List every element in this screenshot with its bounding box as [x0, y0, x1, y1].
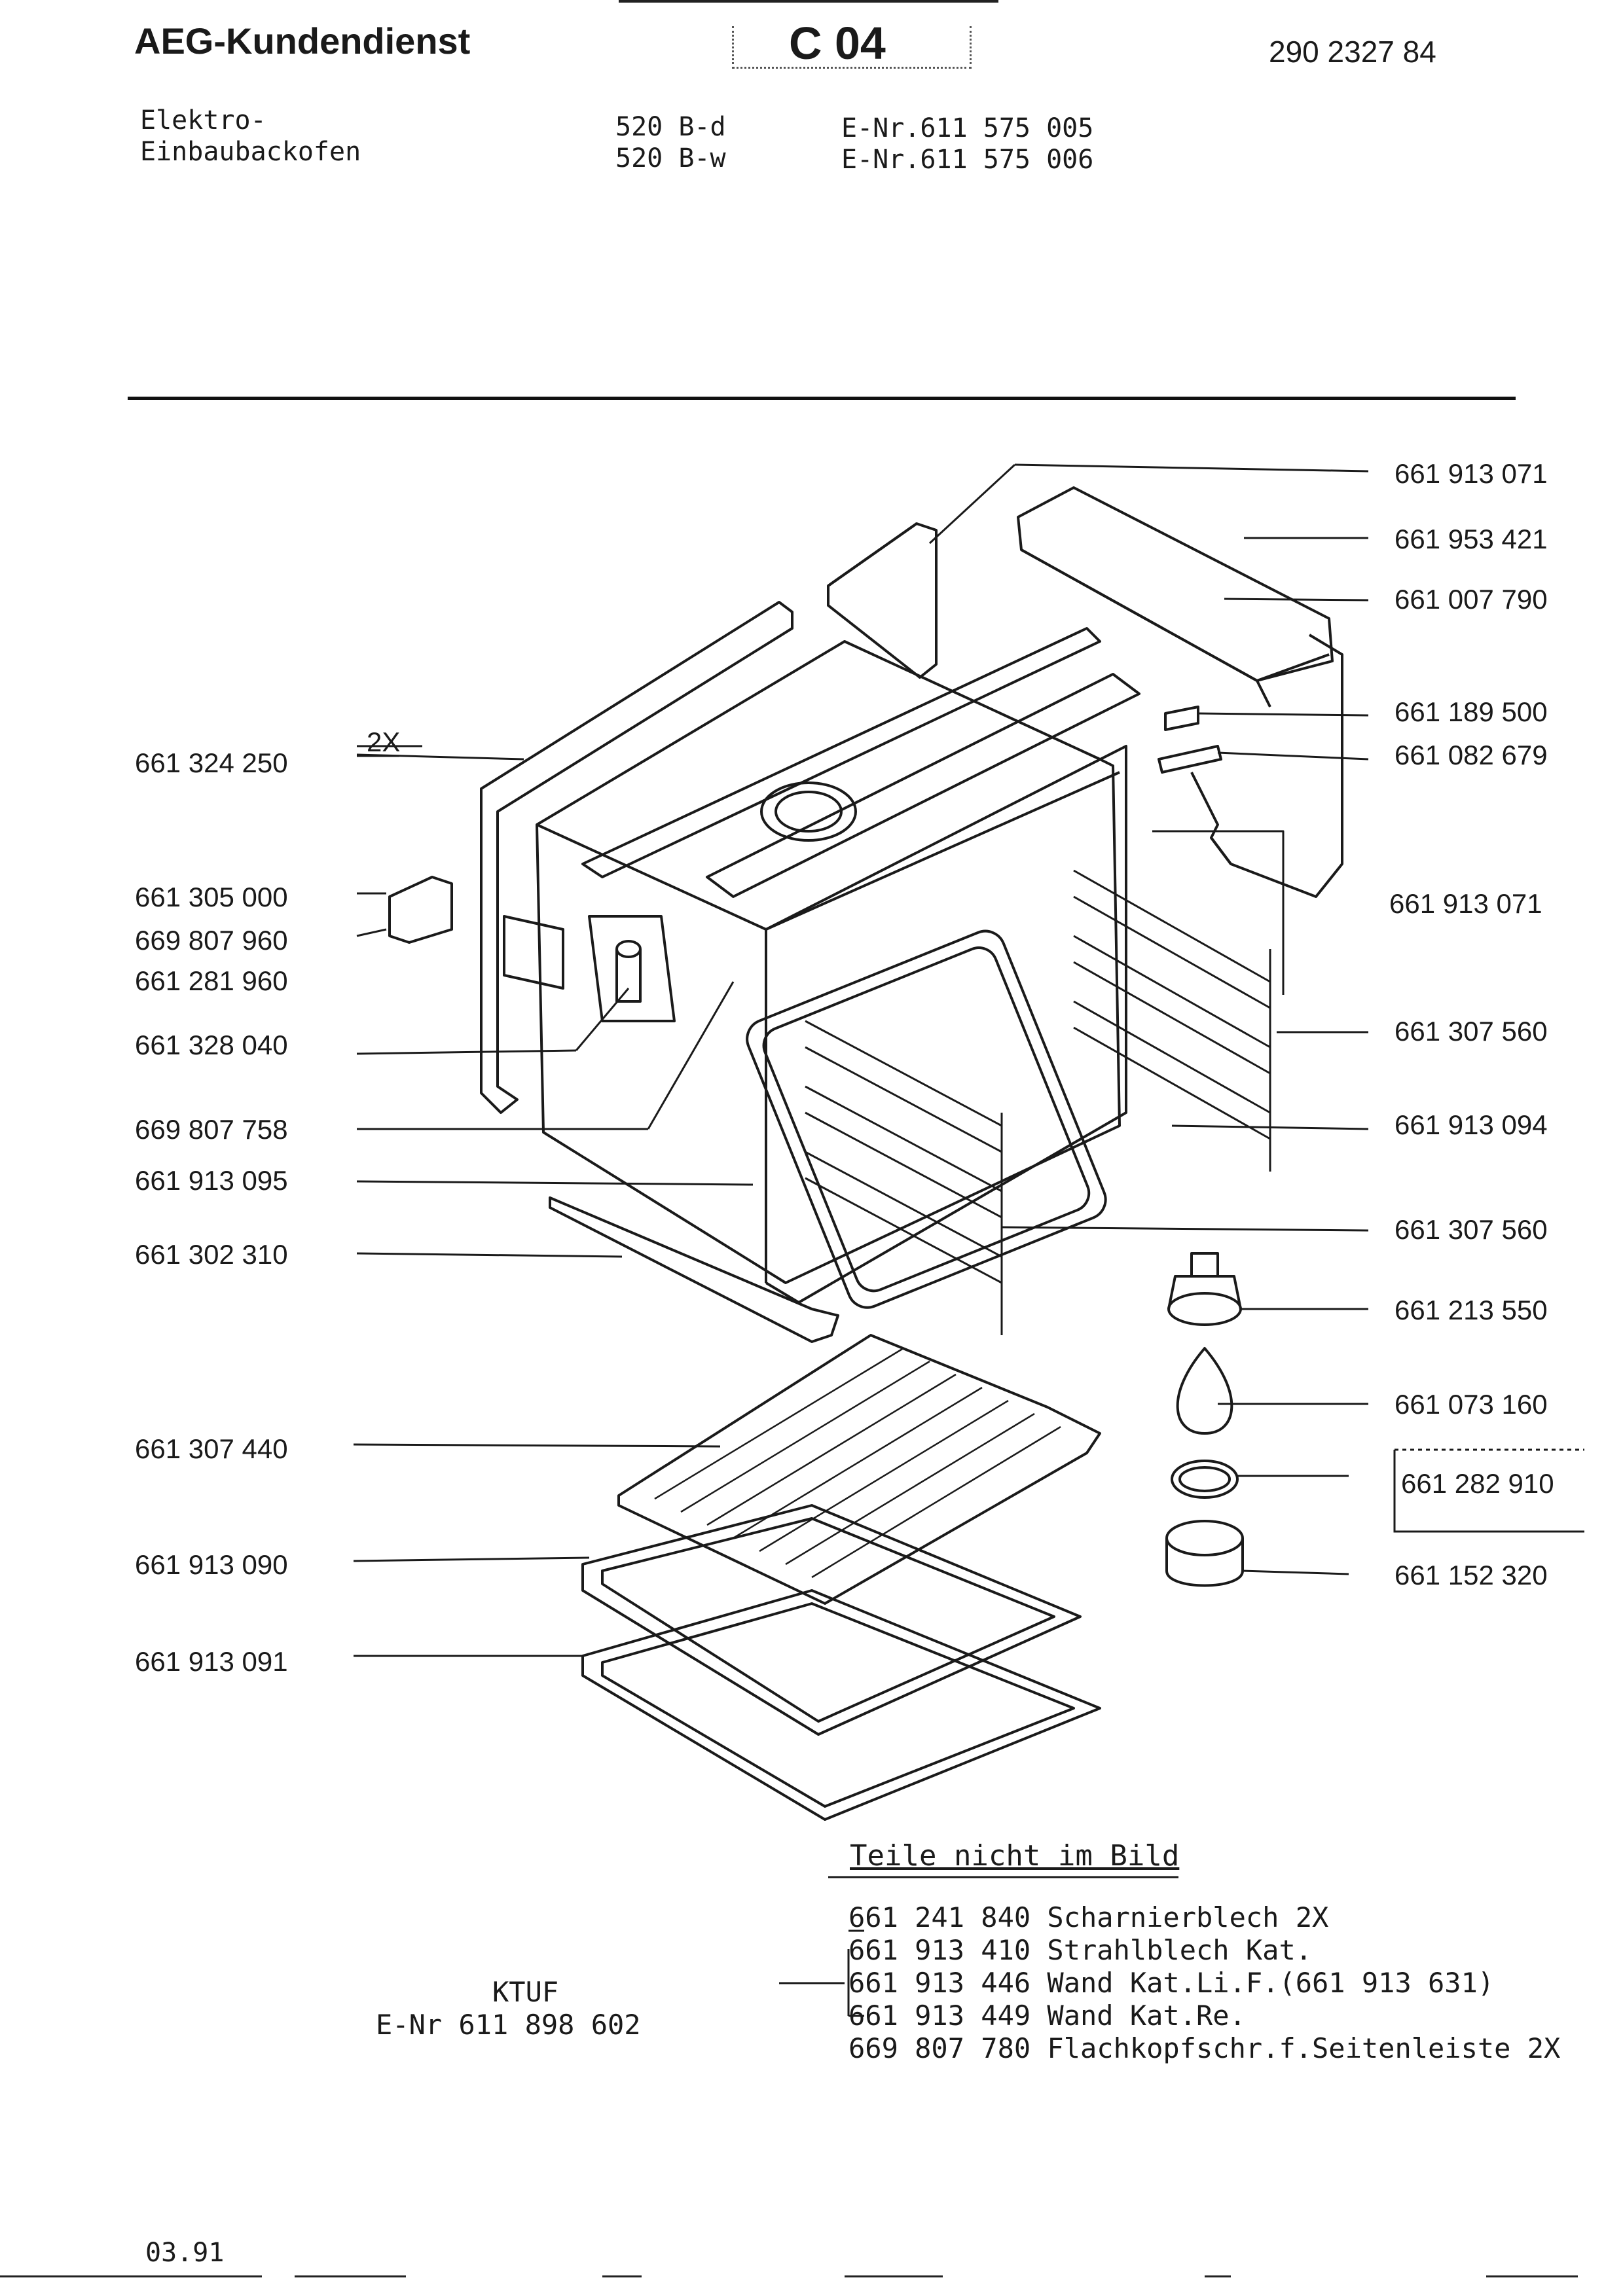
part-number-left: 661 307 440 — [135, 1433, 288, 1464]
part-number-left: 669 807 758 — [135, 1114, 288, 1145]
part-number-right: 661 007 790 — [1395, 584, 1548, 615]
model-2: 520 B-w — [615, 143, 726, 173]
footer-date: 03.91 — [145, 2238, 225, 2268]
part-number-left: 661 913 091 — [135, 1646, 288, 1677]
insulation-top — [1017, 486, 1334, 682]
front-frame-gasket — [746, 929, 1107, 1309]
part-number-left: 661 328 040 — [135, 1030, 288, 1060]
part-number-left: 661 913 090 — [135, 1549, 288, 1580]
part-number-right: 661 953 421 — [1395, 524, 1548, 554]
side-rail — [480, 601, 793, 1114]
bottom-strip — [549, 1196, 839, 1343]
bottom-plate — [581, 1504, 1082, 1736]
part-number-left: 661 913 095 — [135, 1165, 288, 1196]
lamp-seal — [1171, 1460, 1239, 1499]
part-number-right: 661 913 071 — [1389, 888, 1542, 919]
not-pictured-item: 661 241 840 Scharnierblech 2X — [848, 1901, 1329, 1933]
part-number-right: 661 307 560 — [1395, 1016, 1548, 1047]
part-number-right: 661 073 160 — [1395, 1389, 1548, 1420]
enr-2: E-Nr.611 575 006 — [841, 145, 1094, 175]
part-number-right: 661 913 071 — [1395, 458, 1548, 489]
part-number-left: 661 305 000 — [135, 882, 288, 912]
lamp-socket — [1167, 1292, 1242, 1326]
part-number-right: 661 282 910 — [1401, 1468, 1554, 1499]
lamp-bulb — [1176, 1347, 1233, 1435]
ktuf-enr: E-Nr 611 898 602 — [376, 2009, 641, 2041]
fan-opening — [760, 781, 857, 842]
header-divider — [128, 397, 1516, 400]
model-1: 520 B-d — [615, 112, 726, 142]
part-number-left: 669 807 960 — [135, 925, 288, 956]
product-line-1: Elektro- — [140, 105, 266, 135]
ktuf-label: KTUF — [492, 1976, 559, 2008]
not-pictured-item: 669 807 780 Flachkopfschr.f.Seitenleiste… — [848, 2032, 1561, 2064]
oven-housing — [536, 640, 1121, 1284]
floor-gasket — [581, 1589, 1101, 1821]
part-number-right: 661 189 500 — [1395, 696, 1548, 727]
part-number-right: 661 213 550 — [1395, 1295, 1548, 1325]
not-pictured-item: 661 913 410 Strahlblech Kat. — [848, 1934, 1313, 1966]
quantity-2x-label: 2X — [367, 726, 401, 757]
part-number-right: 661 152 320 — [1395, 1560, 1548, 1590]
enr-1: E-Nr.611 575 005 — [841, 113, 1094, 143]
document-number: 290 2327 84 — [1269, 35, 1436, 69]
brand-title: AEG-Kundendienst — [134, 20, 471, 62]
bottom-grid — [617, 1334, 1101, 1605]
part-number-left: 661 281 960 — [135, 965, 288, 996]
part-number-right: 661 082 679 — [1395, 740, 1548, 770]
part-number-left: 661 302 310 — [135, 1239, 288, 1270]
not-pictured-item: 661 913 446 Wand Kat.Li.F.(661 913 631) — [848, 1967, 1495, 1999]
lamp-cover — [1165, 1520, 1244, 1556]
section-code-box — [732, 26, 972, 69]
section-code: C 04 — [789, 18, 886, 69]
not-pictured-title: Teile nicht im Bild — [850, 1839, 1180, 1873]
part-number-right: 661 307 560 — [1395, 1214, 1548, 1245]
part-number-right: 661 913 094 — [1395, 1109, 1548, 1140]
part-number-left: 661 324 250 — [135, 747, 288, 778]
header-top-rule — [619, 0, 998, 3]
not-pictured-item: 661 913 449 Wand Kat.Re. — [848, 2000, 1246, 2032]
product-line-2: Einbaubackofen — [140, 137, 361, 167]
